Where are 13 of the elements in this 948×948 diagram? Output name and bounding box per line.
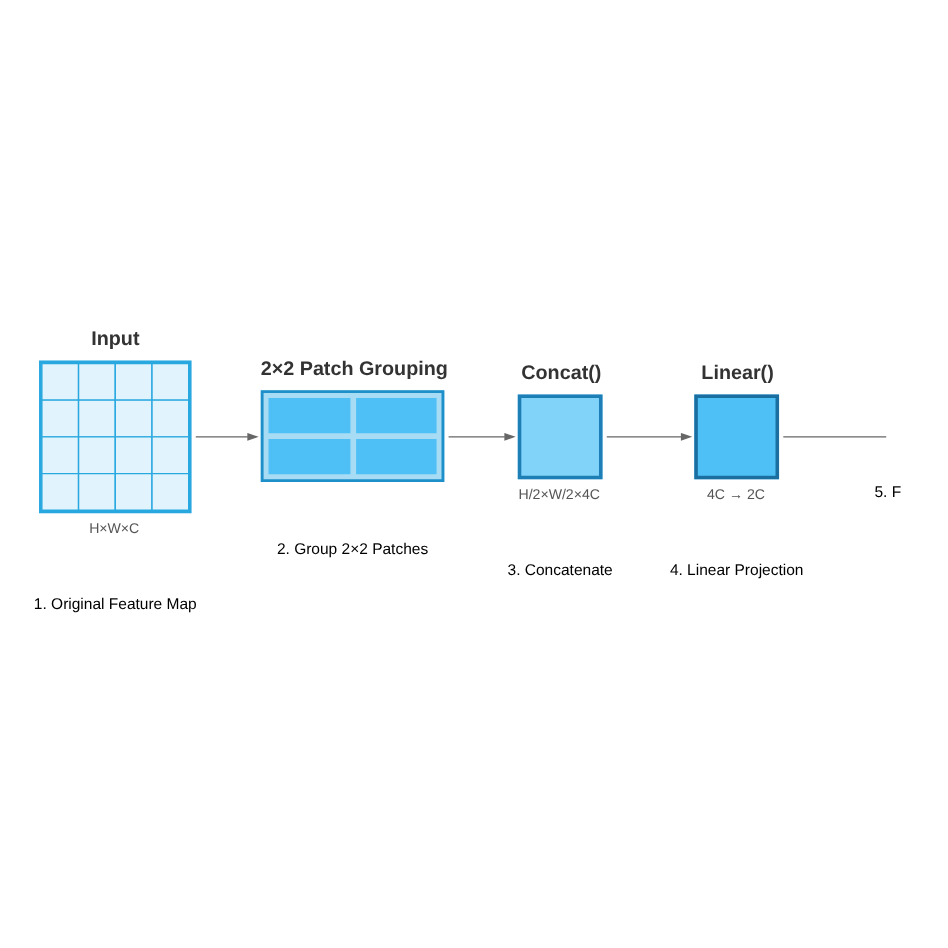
node-label: Input [91,328,140,351]
node-label: Concat() [521,362,602,385]
label: 4. Linear Projection [669,559,804,578]
connector [782,435,887,437]
label: 2. Group 2×2 Patches [276,538,429,557]
arrow [195,431,259,440]
node-label: Linear() [701,362,774,385]
label: 3. Concatenate [507,559,613,578]
label: 1. Original Feature Map [33,593,197,612]
node-label: 2×2 Patch Grouping [260,358,448,381]
label: 5. F [874,482,902,501]
arrow [606,431,693,440]
arrow [447,431,516,440]
